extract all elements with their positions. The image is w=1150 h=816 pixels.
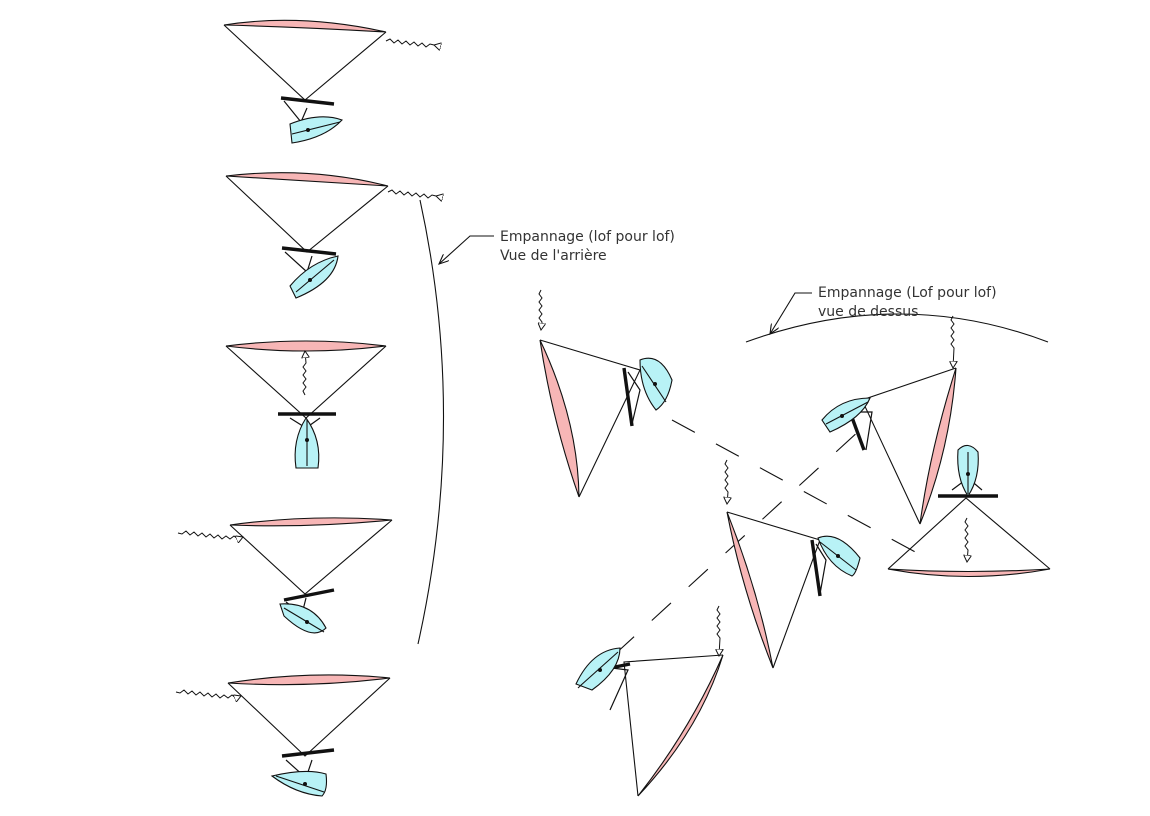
rear-frame-4	[177, 517, 393, 634]
wind-arrow	[385, 38, 434, 47]
top-frame-3	[575, 605, 724, 797]
kite-canopy	[223, 19, 387, 33]
top-view-caption: Empannage (Lof pour lof) vue de dessus	[818, 284, 997, 322]
top-view-leader	[770, 292, 812, 334]
kite-canopy	[539, 339, 580, 498]
kite-canopy	[225, 340, 387, 352]
top-frame-2	[725, 459, 861, 669]
kite-canopy	[726, 511, 774, 669]
rear-view-leader	[439, 235, 494, 264]
wind-arrow	[951, 315, 954, 368]
top-view-caption-line2: vue de dessus	[818, 304, 919, 320]
kite-canopy	[887, 568, 1051, 578]
boat-hull	[289, 116, 343, 144]
rear-frame-5	[175, 674, 391, 797]
rear-frame-1	[223, 19, 434, 144]
kite-canopy	[637, 654, 724, 797]
rear-frame-3	[225, 340, 387, 469]
wind-arrow	[965, 517, 968, 562]
wind-arrow	[717, 605, 720, 656]
wind-arrow	[387, 189, 436, 198]
rear-view-caption-line1: Empannage (lof pour lof)	[500, 229, 675, 245]
top-view-caption-line1: Empannage (Lof pour lof)	[818, 285, 997, 301]
rear-view-caption-line2: Vue de l'arrière	[500, 248, 607, 264]
wind-arrow	[177, 530, 243, 539]
wind-arrow	[175, 689, 241, 698]
rear-view-arc	[417, 199, 445, 645]
wind-arrow	[725, 459, 728, 504]
rear-view-caption: Empannage (lof pour lof) Vue de l'arrièr…	[500, 228, 675, 266]
kite-canopy	[225, 172, 389, 187]
rear-frame-2	[225, 172, 436, 299]
kite-canopy	[919, 367, 957, 525]
boat-hull	[821, 397, 871, 433]
top-frame-4	[821, 315, 957, 525]
kite-canopy	[229, 517, 393, 527]
top-frame-5	[887, 444, 1051, 578]
top-view-arc	[745, 313, 1049, 343]
dashed-line	[671, 419, 931, 561]
boat-hull	[279, 603, 327, 634]
top-frame-1	[539, 289, 673, 498]
wind-arrow	[303, 351, 306, 396]
dashed-line	[577, 429, 861, 689]
wind-arrow	[539, 289, 542, 330]
kite-canopy	[227, 674, 391, 686]
